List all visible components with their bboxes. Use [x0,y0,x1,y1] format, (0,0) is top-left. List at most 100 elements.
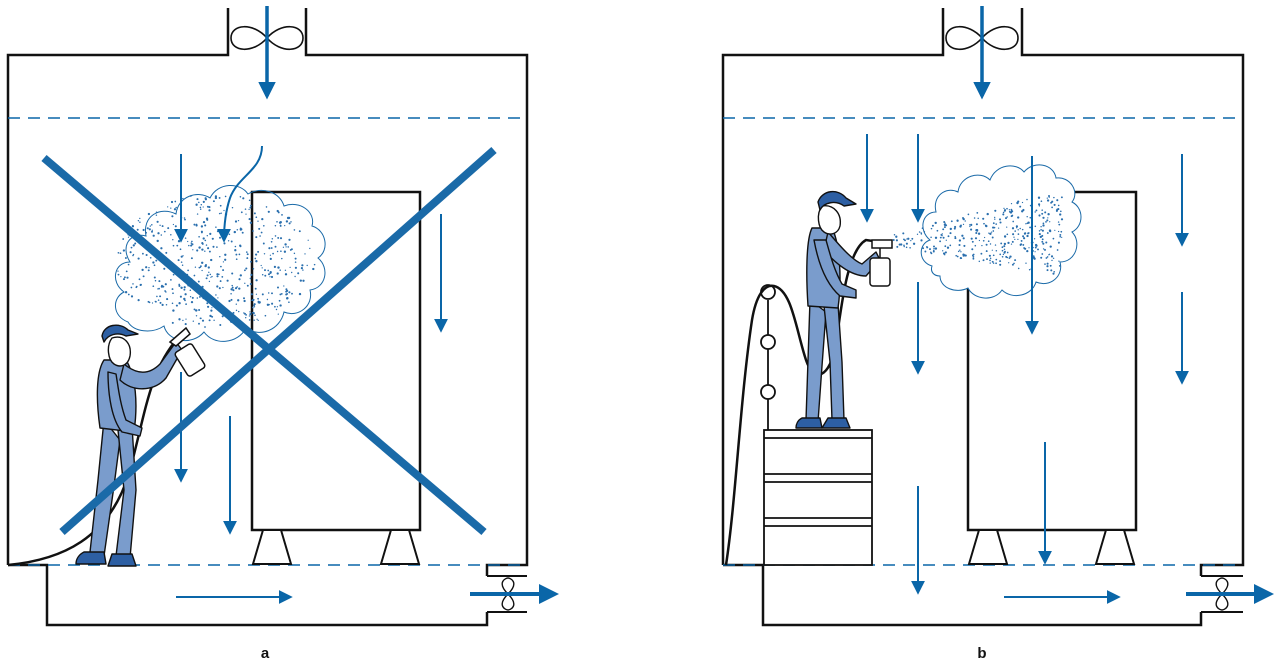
mist-dot [1047,256,1049,258]
mist-dot [983,223,985,225]
mist-dot [270,255,271,256]
mist-dot [937,230,939,232]
mist-dot [157,240,159,242]
mist-dot [252,230,254,232]
mist-dot [172,292,174,294]
mist-dot [238,278,240,280]
mist-dot [1046,219,1048,221]
mist-dot [190,289,192,291]
mist-dot [929,248,931,250]
mist-dot [285,293,287,295]
mist-dot [267,270,269,272]
mist-dot [1025,263,1026,264]
mist-dot [954,228,956,230]
mist-dot [279,269,281,271]
mist-dot [209,251,211,253]
mist-dot [190,245,192,247]
mist-dot [245,267,247,269]
mist-dot [948,235,950,237]
mist-dot [295,267,297,269]
mist-dot [1021,240,1023,242]
mist-dot [256,319,257,320]
mist-dot [215,226,217,228]
spray-gun-icon [870,240,892,286]
mist-dot [228,240,229,241]
mist-dot [939,240,941,242]
mist-dot [170,279,172,281]
mist-dot [917,234,918,235]
mist-dot [1053,238,1055,240]
mist-dot [299,293,301,295]
mist-dot [250,205,252,207]
mist-dot [277,251,278,252]
mist-dot [1018,233,1020,235]
mist-dot [1006,226,1007,227]
mist-dot [255,216,257,218]
mist-dot [148,213,150,215]
mist-dot [294,276,295,277]
mist-dot [286,220,288,222]
mist-dot [999,221,1001,223]
stand-leg-b1 [969,530,1007,564]
mist-dot [118,252,120,254]
mist-dot [210,277,211,278]
mist-dot [277,266,279,268]
mist-dot [896,239,898,241]
mist-dot [1047,217,1048,218]
mist-dot [272,238,274,240]
mist-dot [271,276,273,278]
mist-dot [238,287,240,289]
mist-dot [244,269,246,271]
mist-dot [1017,216,1019,218]
mist-dot [178,302,180,304]
mist-dot [903,244,905,246]
mist-dot [309,248,310,249]
mist-dot [265,315,267,317]
mist-dot [277,272,279,274]
mist-dot [992,227,994,229]
mist-dot [236,304,237,305]
mist-dot [275,225,276,226]
mist-dot [269,276,270,277]
mist-dot [232,289,234,291]
mist-dot [1003,208,1004,209]
mist-dot [1034,211,1035,212]
mist-dot [242,197,244,199]
mist-dot [216,275,218,277]
mist-dot [1014,230,1016,232]
mist-dot [269,272,271,274]
mist-dot [237,229,239,231]
mist-dot [162,225,164,227]
mist-dot [217,230,219,232]
mist-dot [1039,233,1041,235]
mist-dot [125,257,127,259]
mist-dot [251,300,252,301]
mist-dot [280,237,282,239]
mist-dot [206,244,207,245]
mist-dot [970,224,972,226]
mist-dot [1011,243,1012,244]
mist-dot [143,275,145,277]
mist-dot [899,244,901,246]
mist-dot [1033,257,1035,259]
mist-dot [288,291,290,293]
mist-dot [1056,199,1058,201]
mist-dot [271,241,273,243]
mist-dot [156,214,157,215]
mist-dot [235,220,237,222]
mist-dot [145,232,147,234]
mist-dot [238,311,239,312]
mist-dot [235,287,237,289]
mist-dot [1059,234,1061,236]
mist-dot [264,275,266,277]
mist-dot [215,197,217,199]
mist-dot [197,297,199,299]
mist-dot [1042,217,1044,219]
mist-dot [259,235,261,237]
mist-dot [935,237,937,239]
mist-dot [134,243,136,245]
mist-dot [1026,216,1027,217]
mist-dot [195,310,197,312]
mist-dot [1039,230,1040,231]
mist-dot [158,288,160,290]
